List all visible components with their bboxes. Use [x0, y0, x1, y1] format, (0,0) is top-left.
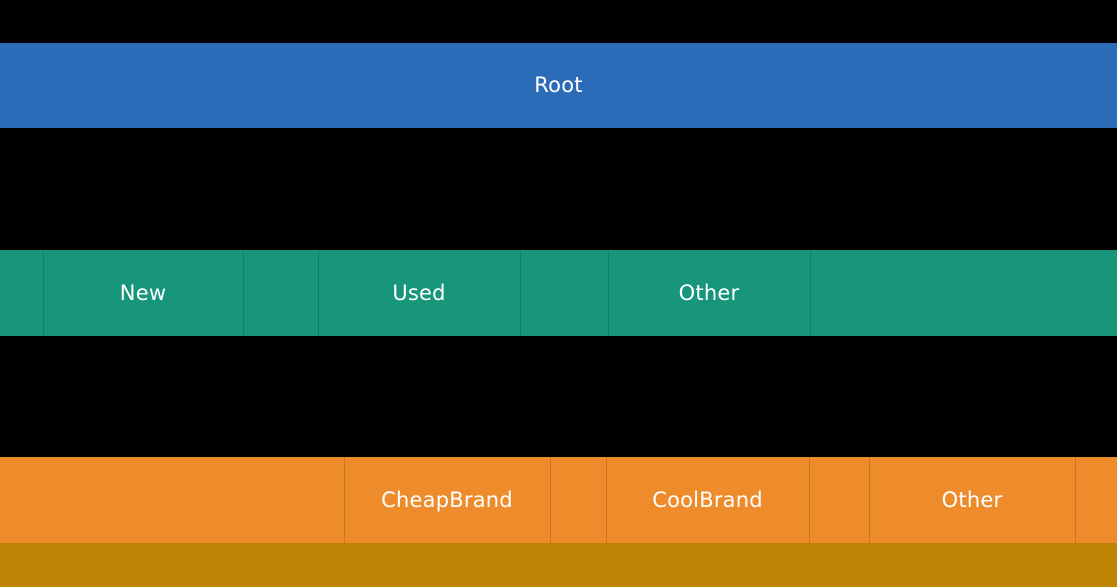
icicle-level-leaf [0, 543, 1117, 587]
icicle-node-condition-4[interactable] [520, 250, 608, 336]
icicle-node-root[interactable]: Root [0, 43, 1117, 128]
icicle-level-condition: New Used Other [0, 250, 1117, 336]
icicle-node-label: Used [392, 280, 446, 305]
icicle-node-label: New [119, 280, 167, 305]
icicle-node-condition-2[interactable] [243, 250, 318, 336]
icicle-node-brand-0[interactable] [0, 457, 344, 543]
icicle-level-brand: CheapBrand CoolBrand Other [0, 457, 1117, 543]
icicle-node-label: Root [534, 73, 583, 97]
icicle-node-brand-4[interactable] [809, 457, 869, 543]
icicle-node-label: CoolBrand [652, 487, 763, 512]
icicle-node-condition-6[interactable] [810, 250, 1117, 336]
icicle-node-other[interactable]: Other [869, 457, 1075, 543]
icicle-level-root: Root [0, 43, 1117, 128]
icicle-node-other[interactable]: Other [608, 250, 810, 336]
icicle-node-leaf-0[interactable] [0, 543, 1117, 587]
icicle-node-new[interactable]: New [43, 250, 243, 336]
icicle-node-condition-0[interactable] [0, 250, 43, 336]
icicle-node-brand-6[interactable] [1075, 457, 1117, 543]
icicle-node-brand-2[interactable] [550, 457, 606, 543]
icicle-node-cheapbrand[interactable]: CheapBrand [344, 457, 550, 543]
icicle-node-label: CheapBrand [381, 487, 513, 512]
icicle-node-coolbrand[interactable]: CoolBrand [606, 457, 809, 543]
icicle-node-label: Other [678, 280, 740, 305]
icicle-node-used[interactable]: Used [318, 250, 520, 336]
icicle-node-label: Other [941, 487, 1003, 512]
